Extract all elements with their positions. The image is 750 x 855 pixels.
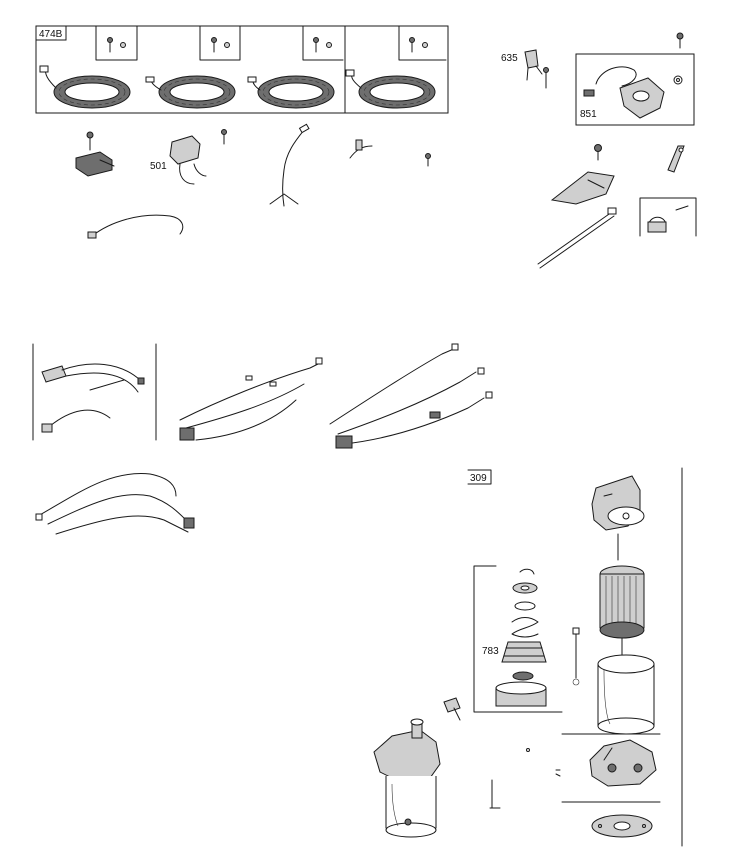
armature [599, 533, 645, 657]
stator-ring-1 [39, 65, 131, 109]
terminal-bracket [489, 779, 501, 809]
stator-ring-3 [247, 75, 335, 109]
callout-635: 635 [501, 53, 518, 64]
harness-box-left [32, 343, 157, 441]
harness-middle [179, 357, 323, 441]
harness-right [329, 343, 493, 449]
regulator-part [75, 131, 115, 177]
callout-851: 851 [580, 109, 597, 120]
mounting-bolt [443, 697, 461, 721]
ground-wire [87, 214, 184, 239]
stator-ring-2 [145, 75, 236, 109]
callout-309: 309 [470, 473, 487, 484]
callout-474b: 474B [39, 29, 63, 40]
baffle-bracket [550, 144, 615, 205]
drive-kit-783: 783 [473, 565, 563, 713]
clamp-box [639, 197, 697, 237]
clip-635-group: 635 [501, 49, 549, 89]
part-851-frame [575, 53, 695, 126]
brush-end-assembly [561, 733, 661, 838]
spark-plug-lead [349, 139, 373, 159]
alternator-stator-group: 474B [35, 25, 449, 114]
callout-783: 783 [482, 646, 499, 657]
hardware-box-4 [398, 25, 447, 61]
callout-501: 501 [150, 161, 167, 172]
part-851-group: 851 [575, 32, 695, 126]
callout-474b-box [35, 25, 67, 41]
harness-lower [35, 473, 195, 535]
small-spring [555, 769, 561, 777]
stator-kit-frame [35, 25, 449, 114]
hardware-box-3 [302, 25, 344, 61]
wire-clip [667, 145, 685, 173]
starter-assembled [373, 718, 441, 838]
frame-housing [597, 654, 655, 735]
drive-end-bracket [591, 475, 645, 531]
hardware-box-1 [95, 25, 138, 61]
hardware-box-2 [199, 25, 241, 61]
wire-harness-small [269, 123, 310, 207]
cable-tie [537, 207, 617, 269]
module-501: 501 [150, 129, 227, 185]
stator-ring-4 [345, 69, 436, 109]
starter-motor-group: 309 783 [373, 467, 683, 847]
